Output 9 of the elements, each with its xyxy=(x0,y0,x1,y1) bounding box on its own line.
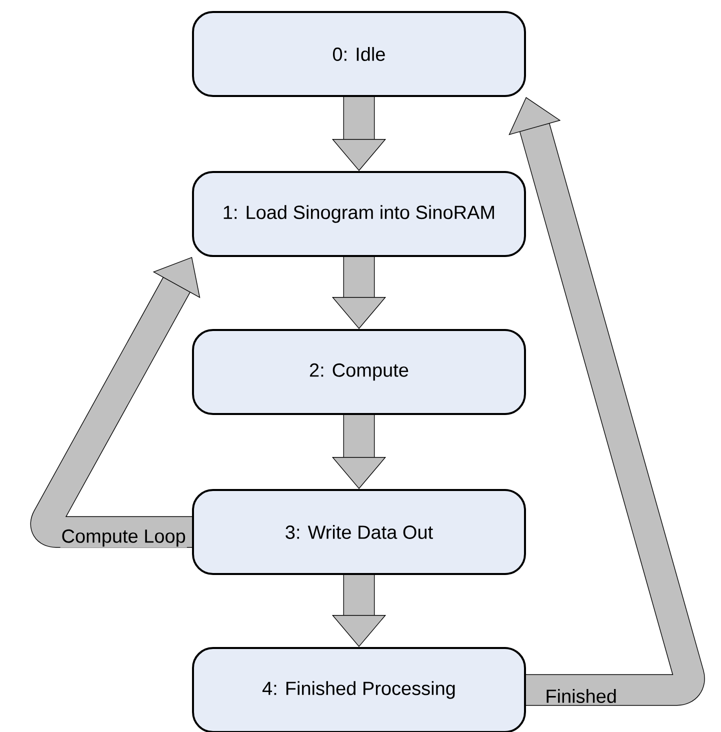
state-box: 3: Write Data Out xyxy=(192,489,526,575)
state-box: 0: Idle xyxy=(192,11,526,97)
state-box: 1: Load Sinogram into SinoRAM xyxy=(192,171,526,257)
block-arrow xyxy=(30,257,200,548)
state-box: 2: Compute xyxy=(192,329,526,415)
block-arrow xyxy=(508,97,705,706)
edge-label: Compute Loop xyxy=(60,528,187,548)
state-box: 4: Finished Processing xyxy=(192,647,526,732)
edge-label: Finished xyxy=(544,688,618,704)
